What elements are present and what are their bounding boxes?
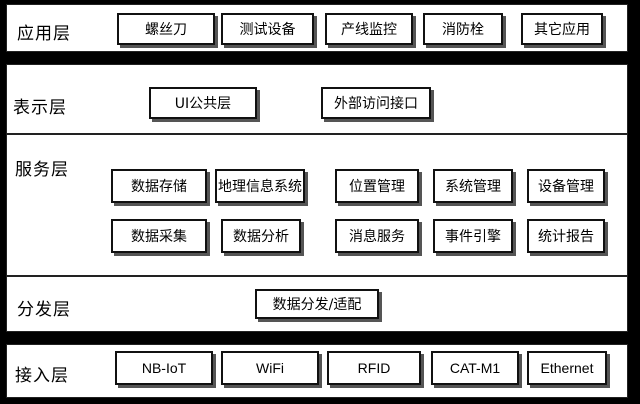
svc-item-data-storage: 数据存储 [111,169,207,203]
service-layer: 服务层 数据存储 地理信息系统 位置管理 系统管理 设备管理 数据采集 数据分析… [6,134,628,276]
presentation-layer: 表示层 UI公共层 外部访问接口 [6,64,628,134]
app-item-line-monitoring: 产线监控 [325,13,413,45]
app-item-screwdriver: 螺丝刀 [117,13,215,45]
dist-item-data-distribution: 数据分发/适配 [255,289,379,319]
svc-item-system-mgmt: 系统管理 [433,169,513,203]
access-item-rfid: RFID [327,351,421,385]
layer-title: 接入层 [15,366,69,386]
layer-title: 分发层 [17,300,71,320]
app-item-fire-hydrant: 消防栓 [423,13,503,45]
layer-title: 表示层 [13,98,67,118]
svc-item-data-analysis: 数据分析 [221,219,301,253]
access-layer: 接入层 NB-IoT WiFi RFID CAT-M1 Ethernet [6,344,628,398]
access-item-wifi: WiFi [221,351,319,385]
svc-item-device-mgmt: 设备管理 [527,169,605,203]
app-item-test-equipment: 测试设备 [221,13,314,45]
layer-title: 应用层 [17,24,71,44]
access-item-cat-m1: CAT-M1 [431,351,519,385]
application-layer: 应用层 螺丝刀 测试设备 产线监控 消防栓 其它应用 [6,4,628,52]
svc-item-statistics-report: 统计报告 [527,219,605,253]
access-item-nb-iot: NB-IoT [115,351,213,385]
app-item-other-apps: 其它应用 [521,13,603,45]
access-item-ethernet: Ethernet [527,351,607,385]
svc-item-gis: 地理信息系统 [215,169,305,203]
distribution-layer: 分发层 数据分发/适配 [6,276,628,332]
svc-item-location-mgmt: 位置管理 [335,169,419,203]
pres-item-ui-common: UI公共层 [149,87,257,119]
layer-title: 服务层 [15,160,69,180]
svc-item-event-engine: 事件引擎 [433,219,513,253]
svc-item-message-service: 消息服务 [335,219,419,253]
pres-item-external-interface: 外部访问接口 [321,87,431,119]
svc-item-data-collection: 数据采集 [111,219,207,253]
